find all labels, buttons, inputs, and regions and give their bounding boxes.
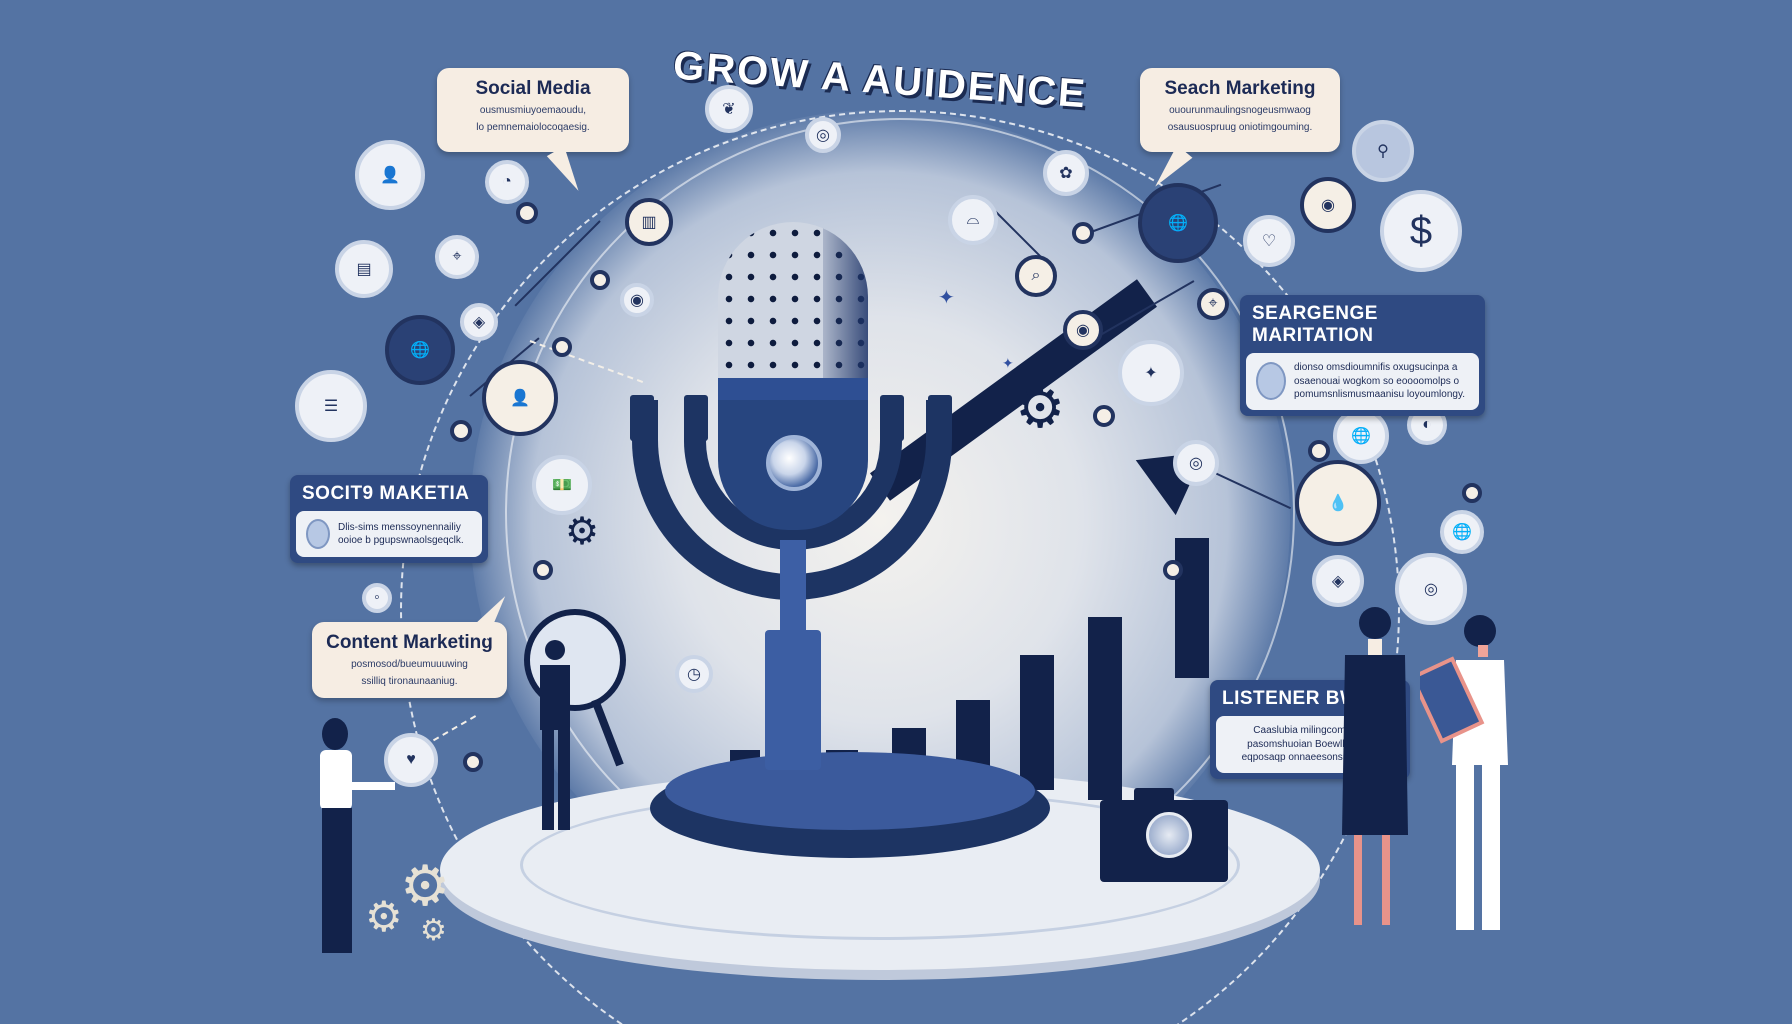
callout-content-marketing: Content Marketing posmosod/bueumuuuwing … [312,590,514,698]
small-node-icon: ◦ [362,583,392,613]
location-node-icon: ⌖ [1197,288,1229,320]
mic-stand-pillar [765,630,821,770]
magnifier-icon [1256,362,1286,401]
panel-heading: SEARGENGE MARITATION [1252,303,1378,346]
callout-body: ssilliq tironaunaaniug. [361,676,458,687]
eye-node-icon: ◉ [1063,310,1103,350]
gear-icon: ⚙ [565,511,600,553]
badge-node-icon: ◎ [805,117,841,153]
camera-top [1134,788,1174,802]
clock-node-icon: ◷ [675,655,713,693]
avatar-node-icon: 👤 [355,140,425,210]
dollar-node-icon: $ [1380,190,1462,272]
panel-body: dionso omsdioumnifis oxugsucinpa a osaen… [1246,353,1479,410]
callout-heading: Seach Marketing [1164,78,1316,99]
lens-node-icon: ◉ [1300,177,1356,233]
callout-body: ousmusmiuyoemaoudu, [479,105,587,116]
shoe-node-icon: ⌓ [948,195,998,245]
sparkle-icon: ✦ [938,287,955,309]
network-dot [590,270,610,290]
location-node-icon: ⌖ [435,235,479,279]
panel-text: pomumsnlismusmaanisu loyoumlongy. [1294,389,1465,400]
globe-node-icon: 🌐 [385,315,455,385]
panel-text: Caaslubia milingcomaling [1253,725,1367,736]
globe-small-node-icon: 🌐 [1333,408,1389,464]
money-node-icon: 💵 [532,455,592,515]
globe-node-icon: 🌐 [1138,183,1218,263]
mic-base-top [665,752,1035,830]
callout-social-media: Social Media ousmusmiuyoemaoudu, lo pemn… [437,68,629,196]
drop-node-icon: 💧 [1295,460,1381,546]
callout-body: lo pemnemaiolocoqaesig. [476,122,590,133]
man-with-magnifier-figure [524,609,626,830]
hook-node-icon: ⚲ [1352,120,1414,182]
callout-body: ouourunmaulingsnogeusmwaog [1169,105,1311,116]
network-dot [552,337,572,357]
network-dot [1308,440,1330,462]
panel-heading: SOCIT9 MAKETIA [302,483,470,504]
growth-bar-7 [1175,538,1209,678]
globe-tiny-node-icon: 🌐 [1440,510,1484,554]
panel-text: dionso omsdioumnifis oxugsucinpa a [1294,362,1458,373]
callout-body: osausuospruug oniotimgouming. [1167,122,1313,133]
network-dot [450,420,472,442]
microphone-band [718,378,868,402]
gear-icon: ⚙ [365,893,403,940]
shield-node-icon: ◈ [1312,555,1364,607]
growth-bar-6 [1088,617,1122,800]
pet-node-icon: ✦ [1118,340,1184,406]
network-dot [463,752,483,772]
badge-node-icon: ◉ [620,283,654,317]
woman-holding-icon-figure [320,718,395,953]
panel-text: eqposaqp onnaeesonsmualaa. [1241,752,1379,763]
pin-node-icon: ♥ [384,733,438,787]
lock-gear-icon: ⚙ [1015,376,1066,439]
panel-searchengine-maritation: SEARGENGE MARITATION dionso omsdioumnifi… [1240,295,1485,416]
chat-node-icon: ◔ [485,160,529,204]
callout-tail [546,146,588,196]
location-pin-icon [306,519,330,549]
heart-node-icon: ♡ [1243,215,1295,267]
man-with-tablet-figure [1420,615,1508,930]
network-dot [1163,560,1183,580]
network-dot [516,202,538,224]
microphone-emblem [766,435,822,491]
mic-yoke-cap [880,395,904,441]
panel-text: ooioe b pgupswnaolsgeqclk. [338,535,464,546]
callout-search-marketing: Seach Marketing ouourunmaulingsnogeusmwa… [1140,68,1340,194]
growth-bar-5 [1020,655,1054,790]
search-node-icon: ⌕ [1015,255,1057,297]
checklist-node-icon: ☰ [295,370,367,442]
gear-icon: ⚙ [420,914,447,947]
network-dot [1093,405,1115,427]
callout-heading: Social Media [475,78,591,99]
mic-yoke-cap [630,395,654,441]
document-node-icon: ▤ [335,240,393,298]
panel-socite-maketia: SOCIT9 MAKETIA Dlis-sims menssoynennaili… [290,475,488,563]
panel-text: Dlis-sims menssoynennailiy [338,521,461,533]
callout-heading: Content Marketing [326,632,493,653]
network-dot [533,560,553,580]
tag-node-icon: ◈ [460,303,498,341]
mic-yoke-cap [684,395,708,441]
network-dot [1072,222,1094,244]
plant-node-icon: ✿ [1043,150,1089,196]
camera-lens [1146,812,1192,858]
network-dot [1462,483,1482,503]
target-node-icon: ◎ [1173,440,1219,486]
panel-body: Dlis-sims menssoynennailiy ooioe b pgups… [296,511,482,557]
panel-text: pasomshuoian Boewllijsping [1247,738,1373,750]
woman-presenter-figure [1342,607,1408,925]
eye-node-icon: ◎ [1395,553,1467,625]
sparkle-icon: ✦ [1002,355,1014,371]
panel-text: osaenouai wogkom so eoooomolps o [1294,375,1460,387]
gear-icon: ⚙ [400,854,451,917]
mic-stand-neck [780,540,806,630]
user-node-icon: 👤 [482,360,558,436]
leaf-node-icon: ❦ [705,85,753,133]
microphone-grille [718,222,868,382]
chart-node-icon: ▥ [625,198,673,246]
mic-yoke-cap [928,395,952,441]
callout-body: posmosod/bueumuuuwing [351,659,468,670]
